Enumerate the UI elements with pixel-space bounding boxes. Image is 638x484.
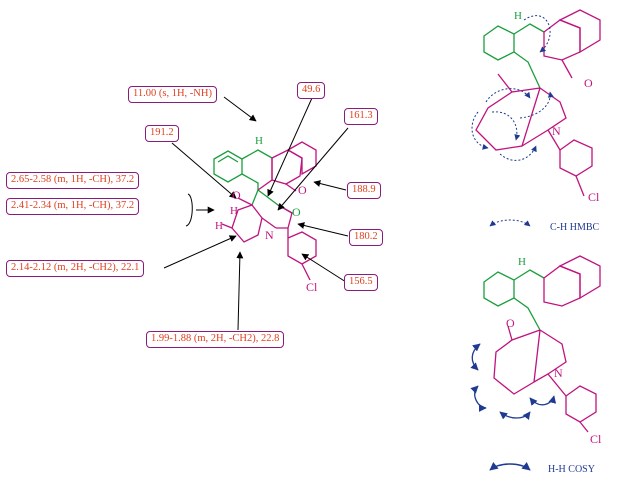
label-49-6: 49.6 (297, 82, 326, 99)
atom-n-main: N (265, 228, 274, 242)
label-1-99: 1.99-1.88 (m, 2H, -CH2), 22.8 (146, 331, 285, 348)
atom-nh-cosy: H (518, 256, 526, 268)
atom-nh-hmbc: H (514, 10, 522, 22)
atom-o2-main: O (292, 205, 301, 219)
label-180-2: 180.2 (349, 229, 383, 246)
legend-hmbc: C-H HMBC (550, 222, 600, 233)
label-2-65: 2.65-2.58 (m, 1H, -CH), 37.2 (6, 172, 140, 189)
label-191-2: 191.2 (145, 125, 179, 142)
atom-o-hmbc: O (584, 76, 593, 90)
atom-o-cosy: O (506, 316, 515, 330)
atom-h2-main: H (215, 220, 223, 232)
label-2-41: 2.41-2.34 (m, 1H, -CH), 37.2 (6, 198, 140, 215)
atom-n-cosy: N (554, 366, 563, 380)
label-156-5: 156.5 (344, 274, 378, 291)
legend-cosy: H-H COSY (548, 464, 595, 475)
hmbc-molecule (471, 9, 601, 227)
label-nh: 11.00 (s, 1H, -NH) (128, 86, 217, 103)
atom-nh-main: H (255, 135, 263, 147)
atom-h1-main: H (230, 205, 238, 217)
cosy-molecule (470, 255, 601, 471)
atom-o3-main: O (298, 183, 307, 197)
atom-o1-main: O (232, 188, 241, 202)
pointer-arrows (163, 96, 349, 331)
label-188-9: 188.9 (347, 182, 381, 199)
atom-n-hmbc: N (552, 124, 561, 138)
label-2-14: 2.14-2.12 (m, 2H, -CH2), 22.1 (6, 260, 145, 277)
atom-cl-cosy: Cl (590, 432, 602, 446)
label-161-3: 161.3 (344, 108, 378, 125)
atom-cl-hmbc: Cl (588, 190, 600, 204)
atom-cl-main: Cl (306, 280, 318, 294)
